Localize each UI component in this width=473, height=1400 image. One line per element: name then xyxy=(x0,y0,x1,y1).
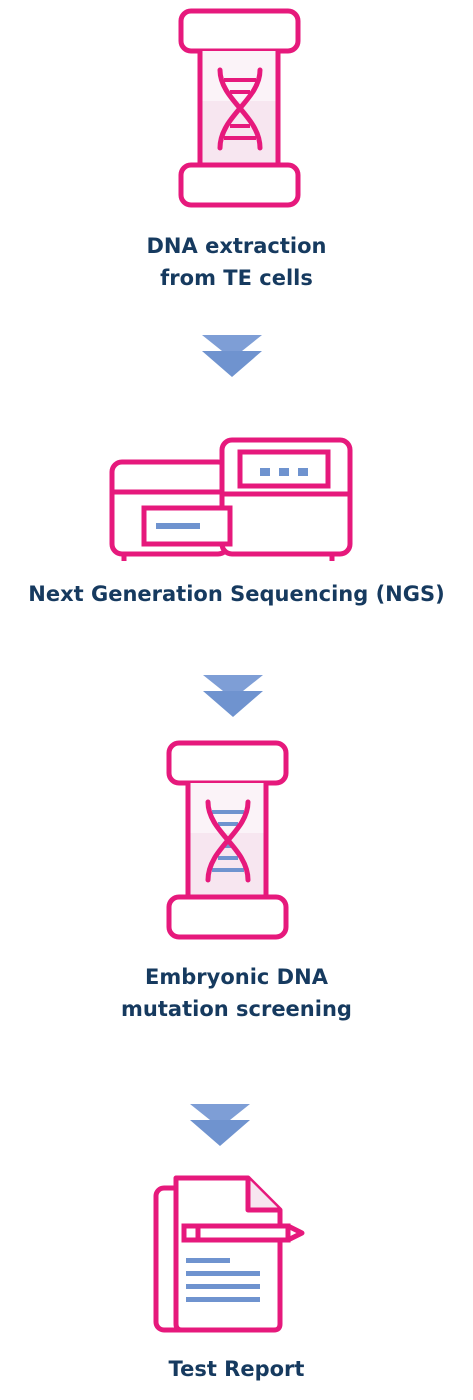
step-label-ngs: Next Generation Sequencing (NGS) xyxy=(0,578,473,610)
step-label-line: Test Report xyxy=(168,1357,305,1381)
step-label-line: Embryonic DNA xyxy=(145,965,328,989)
step-label-dna-extraction: DNA extraction from TE cells xyxy=(0,230,473,294)
step-label-line: mutation screening xyxy=(121,997,352,1021)
dna-tube-icon xyxy=(178,8,302,208)
step-label-line: DNA extraction xyxy=(146,234,327,258)
step-label-line: Next Generation Sequencing (NGS) xyxy=(28,582,445,606)
double-chevron-down-icon xyxy=(202,335,262,379)
dna-tube-icon xyxy=(166,740,290,940)
step-label-line: from TE cells xyxy=(160,266,313,290)
step-label-mutation-screening: Embryonic DNA mutation screening xyxy=(0,961,473,1025)
double-chevron-down-icon xyxy=(190,1104,250,1148)
sequencer-machine-icon xyxy=(108,436,358,564)
step-label-test-report: Test Report xyxy=(0,1353,473,1385)
document-report-icon xyxy=(152,1174,308,1336)
double-chevron-down-icon xyxy=(203,675,263,719)
